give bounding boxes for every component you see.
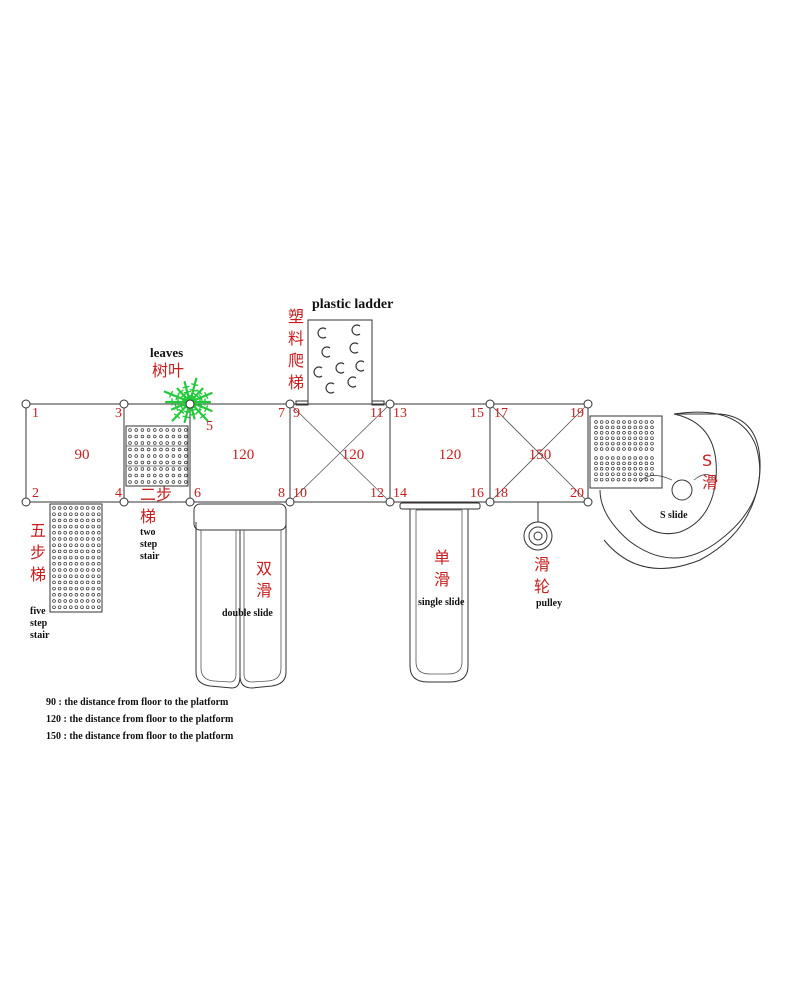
post-14: 14: [393, 486, 407, 501]
svg-text:滑: 滑: [434, 570, 450, 589]
post-circles: [21, 399, 593, 507]
post-8: 8: [278, 486, 285, 501]
post-17: 17: [494, 406, 508, 421]
pulley: [523, 502, 553, 551]
legend-line-120: 120 : the distance from floor to the pla…: [46, 714, 234, 725]
s-slide: [589, 411, 761, 569]
post-5: 5: [206, 419, 213, 434]
double-slide: [193, 503, 287, 689]
five-step-stair: [49, 503, 103, 613]
svg-text:梯: 梯: [30, 565, 46, 584]
post-3: 3: [115, 406, 122, 421]
svg-text:step: step: [30, 618, 48, 629]
plastic-ladder: [295, 319, 385, 406]
platform-height-120-b: 120: [342, 447, 365, 463]
svg-text:滑: 滑: [256, 581, 272, 600]
svg-text:梯: 梯: [288, 373, 304, 392]
svg-text:塑: 塑: [288, 307, 304, 326]
platform-150: [489, 403, 589, 503]
pulley-label: pulley: [536, 598, 562, 609]
platform-outlines: [25, 403, 589, 503]
post-2: 2: [32, 486, 39, 501]
plastic-ladder-cn: 塑 料 爬 梯: [288, 307, 304, 392]
svg-text:五: 五: [30, 521, 46, 540]
post-13: 13: [393, 406, 407, 421]
plastic-ladder-label: plastic ladder: [312, 297, 393, 312]
leaves-label: leaves: [150, 345, 183, 360]
svg-text:单: 单: [434, 548, 450, 567]
platform-height-120-c: 120: [439, 447, 462, 463]
platform-height-120-a: 120: [232, 447, 255, 463]
post-1: 1: [32, 406, 39, 421]
post-numbers: 1 2 3 4 5 6 7 8 9 10 11 12 13 14 15 16 1…: [32, 406, 584, 501]
svg-text:步: 步: [30, 543, 46, 562]
legend: 90 : the distance from floor to the plat…: [46, 697, 234, 742]
post-9: 9: [293, 406, 300, 421]
s-slide-cn: S 滑: [702, 451, 718, 492]
svg-text:二步: 二步: [140, 485, 172, 504]
svg-text:爬: 爬: [288, 351, 304, 370]
post-19: 19: [570, 406, 584, 421]
post-7: 7: [278, 406, 285, 421]
pulley-cn: 滑 轮: [534, 555, 550, 596]
svg-text:轮: 轮: [534, 577, 550, 596]
post-6: 6: [194, 486, 201, 501]
s-slide-label: S slide: [660, 510, 688, 521]
svg-text:S: S: [702, 451, 712, 470]
legend-line-90: 90 : the distance from floor to the plat…: [46, 697, 229, 708]
svg-text:step: step: [140, 539, 158, 550]
double-slide-label: double slide: [222, 608, 273, 619]
single-slide: [399, 502, 481, 683]
five-step-cn: 五 步 梯: [30, 521, 46, 584]
post-18: 18: [494, 486, 508, 501]
two-step-en: two step stair: [140, 527, 160, 562]
svg-text:two: two: [140, 527, 156, 538]
five-step-en: five step stair: [30, 606, 50, 641]
single-slide-cn: 单 滑: [434, 548, 450, 589]
double-slide-cn: 双 滑: [256, 559, 272, 600]
post-16: 16: [470, 486, 484, 501]
post-11: 11: [370, 406, 383, 421]
platform-heights: 90 120 120 120 150: [75, 447, 552, 463]
single-slide-label: single slide: [418, 597, 465, 608]
two-step-stair: [125, 425, 189, 487]
svg-text:stair: stair: [30, 630, 50, 641]
platform-height-150: 150: [529, 447, 552, 463]
svg-text:滑: 滑: [702, 473, 718, 492]
legend-line-150: 150 : the distance from floor to the pla…: [46, 731, 234, 742]
post-15: 15: [470, 406, 484, 421]
svg-text:梯: 梯: [140, 507, 156, 526]
svg-text:滑: 滑: [534, 555, 550, 574]
svg-text:料: 料: [288, 329, 304, 348]
post-20: 20: [570, 486, 584, 501]
svg-text:双: 双: [256, 559, 272, 578]
post-4: 4: [115, 486, 122, 501]
two-step-cn: 二步 梯: [140, 485, 172, 526]
post-10: 10: [293, 486, 307, 501]
svg-text:stair: stair: [140, 551, 160, 562]
platform-height-90: 90: [75, 447, 90, 463]
svg-text:five: five: [30, 606, 46, 617]
post-12: 12: [370, 486, 384, 501]
leaves-cn: 树叶: [152, 361, 184, 380]
